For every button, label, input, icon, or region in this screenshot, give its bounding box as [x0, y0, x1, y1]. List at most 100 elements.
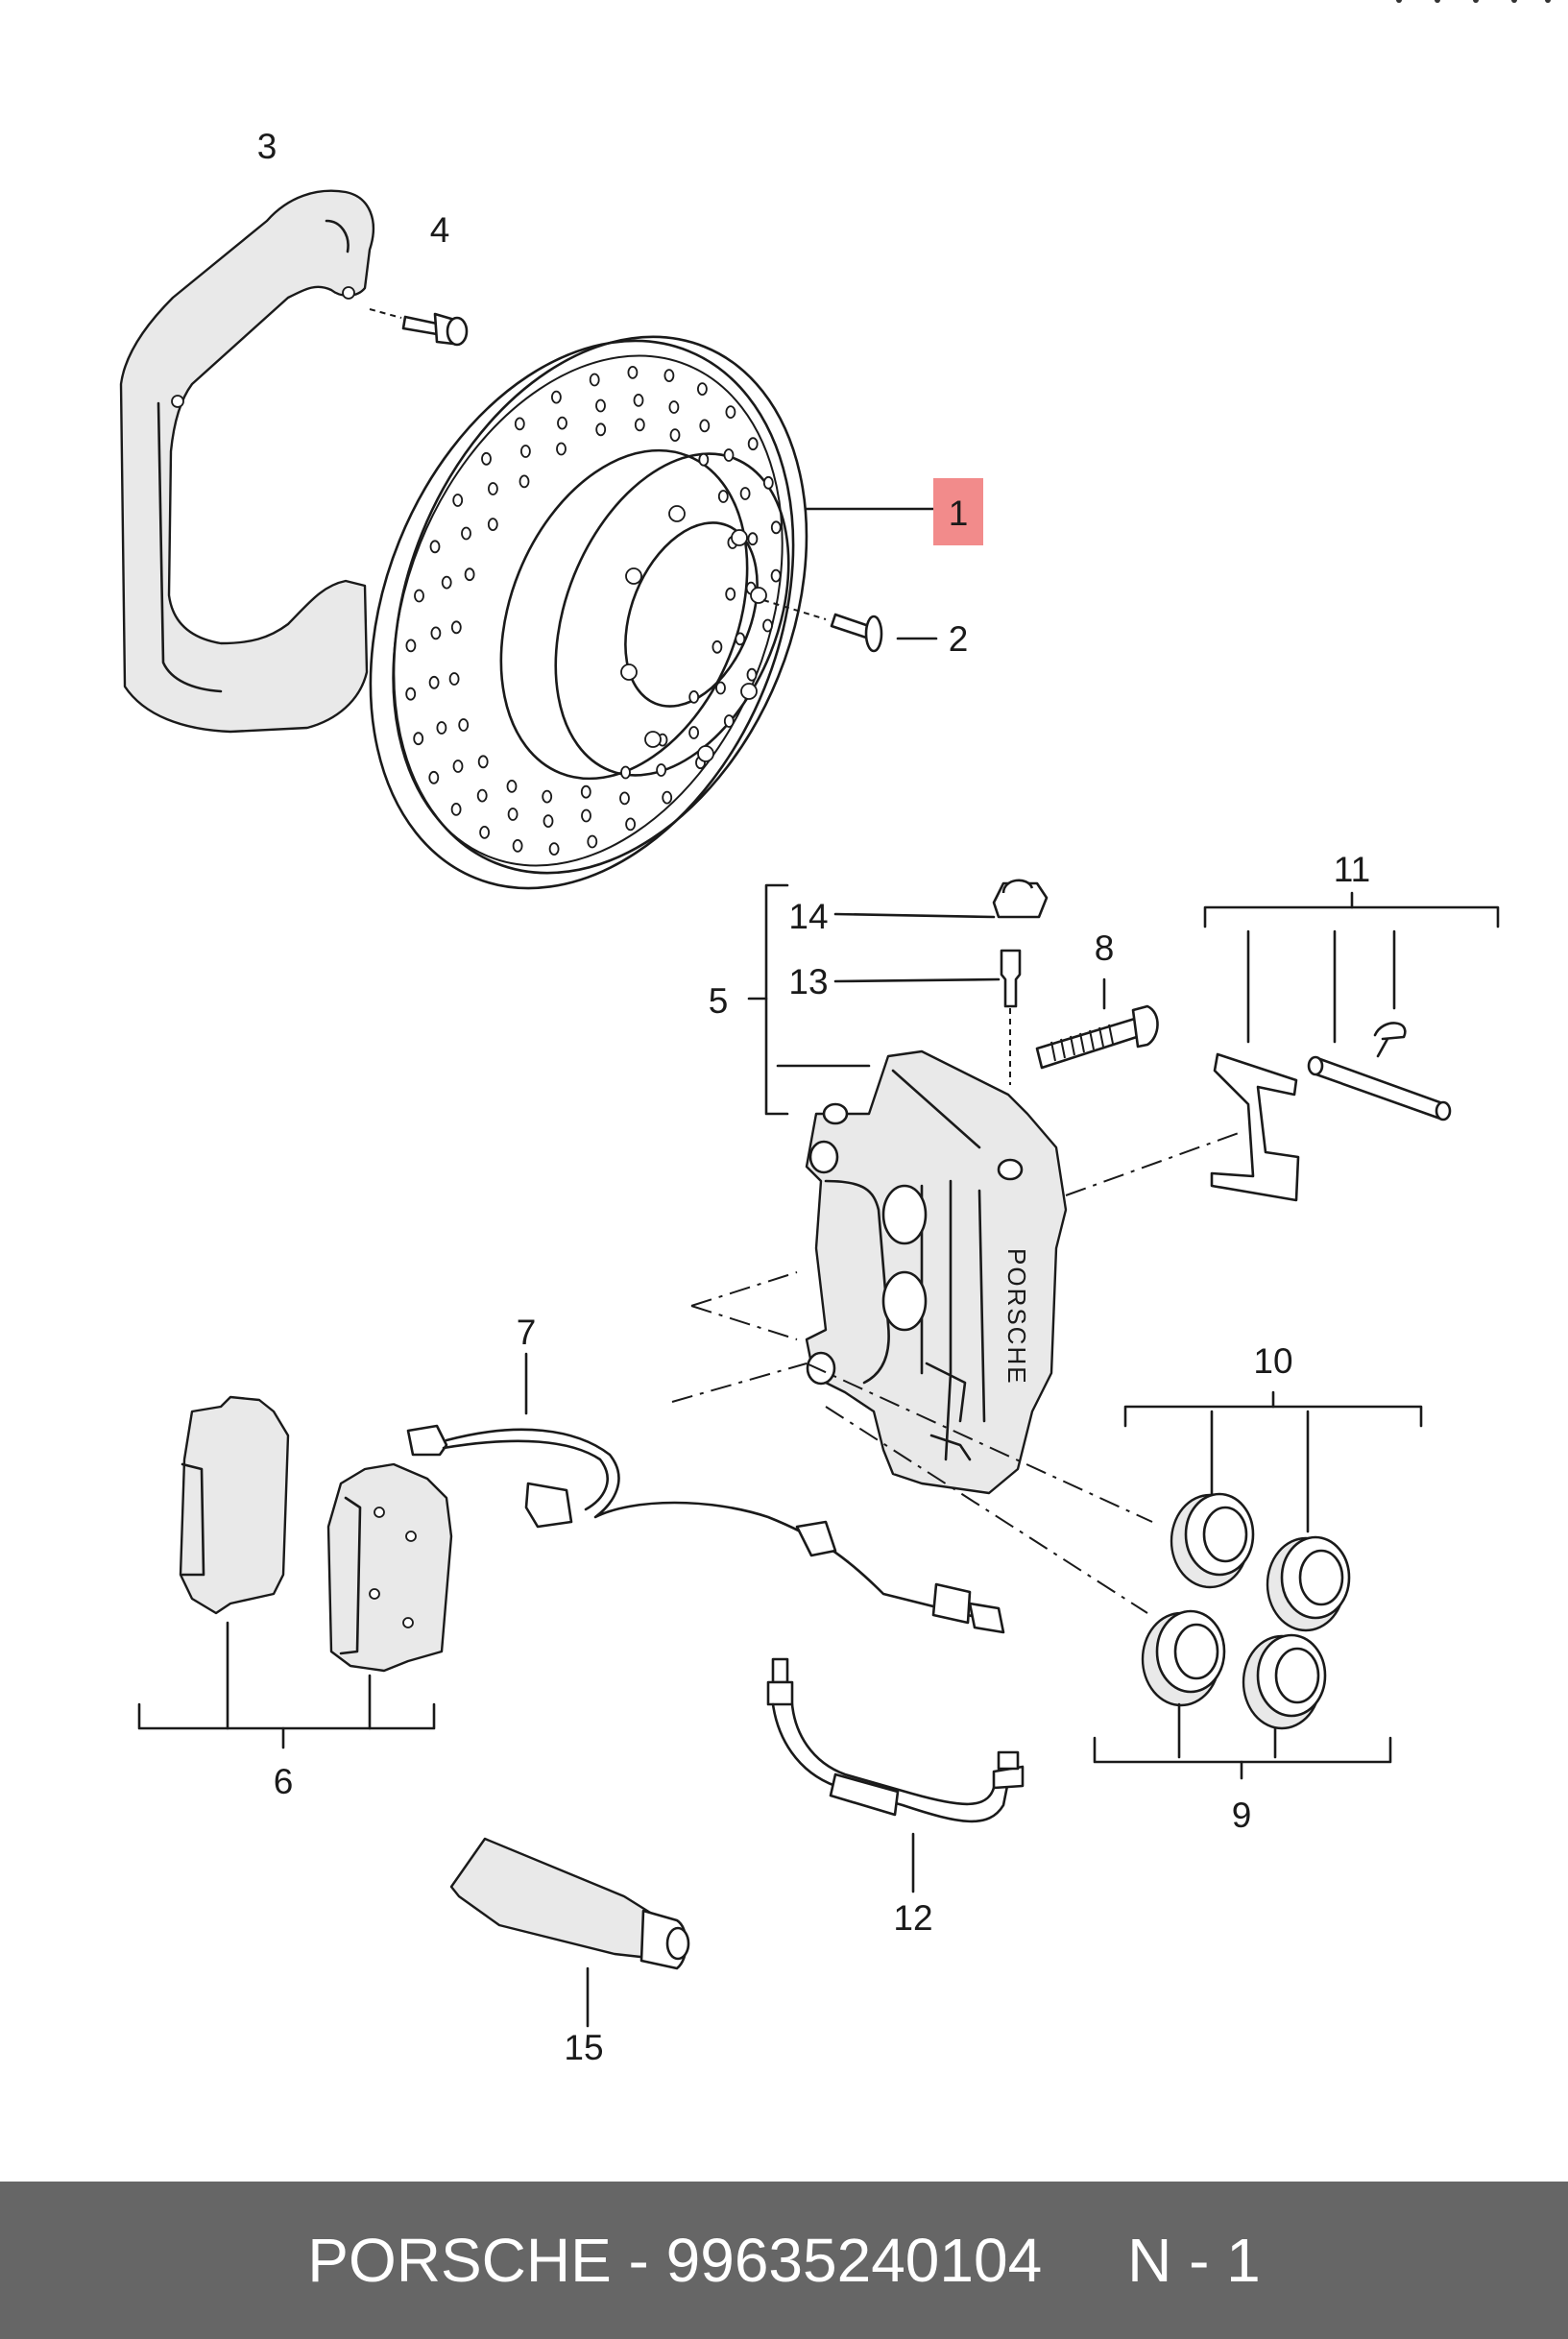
exploded-parts-diagram: PORSCHE	[119, 127, 1500, 2067]
drill-hole	[669, 428, 681, 443]
drill-hole	[580, 784, 591, 799]
drill-hole	[725, 587, 736, 601]
callout-15: 15	[564, 2028, 603, 2067]
bleed-screw	[833, 949, 1022, 1085]
drill-hole	[747, 437, 759, 451]
callout-8: 8	[1095, 928, 1115, 968]
drill-hole	[735, 632, 746, 646]
drill-hole	[627, 365, 639, 379]
callout-1: 1	[949, 494, 969, 533]
drill-hole	[717, 490, 729, 503]
drill-hole	[633, 393, 644, 407]
drill-hole	[581, 808, 591, 823]
shield-bolt	[369, 308, 469, 347]
drill-hole	[634, 418, 645, 432]
drill-hole	[448, 672, 460, 686]
drill-hole	[488, 482, 498, 495]
drill-hole	[762, 475, 774, 490]
drill-hole	[723, 714, 735, 728]
callout-12: 12	[893, 1898, 932, 1938]
callout-7: 7	[517, 1313, 537, 1352]
callout-13: 13	[788, 962, 828, 1001]
paste-tube	[449, 1837, 690, 2028]
splash-shield	[119, 189, 374, 734]
drill-hole	[428, 675, 440, 689]
callout-10: 10	[1253, 1341, 1292, 1381]
footer-separator: -	[611, 2226, 666, 2295]
callout-14: 14	[788, 897, 828, 936]
drill-hole	[551, 390, 562, 404]
drill-hole	[543, 814, 554, 828]
piston-seals	[1093, 1390, 1423, 1780]
wear-sensor	[406, 1352, 1005, 1634]
drill-hole	[625, 817, 636, 832]
callout-11: 11	[1334, 850, 1370, 889]
drill-hole	[688, 726, 699, 739]
drill-hole	[595, 398, 606, 413]
drill-hole	[589, 373, 600, 387]
brake-disc	[369, 335, 943, 890]
drill-hole	[595, 422, 607, 437]
pad-spring-and-pins	[1203, 891, 1500, 1202]
callout-6: 6	[274, 1762, 294, 1801]
drill-hole	[430, 626, 442, 640]
drill-hole	[405, 687, 417, 701]
drill-hole	[487, 518, 498, 531]
drill-hole	[747, 532, 759, 546]
drill-hole	[699, 419, 711, 433]
drill-hole	[520, 445, 531, 458]
drill-hole	[723, 448, 735, 462]
corner-dots-decoration	[1396, 0, 1551, 3]
drill-hole	[587, 834, 598, 849]
drill-hole	[725, 405, 736, 420]
disc-drill-holes	[405, 365, 782, 856]
footer-brand: PORSCHE	[307, 2226, 612, 2295]
callout-3: 3	[257, 127, 277, 166]
drill-hole	[656, 763, 666, 777]
drill-hole	[428, 770, 440, 784]
drill-hole	[452, 760, 464, 773]
drill-hole	[739, 487, 751, 500]
drill-hole	[512, 839, 523, 853]
seal-b	[1266, 1535, 1351, 1632]
drill-hole	[698, 452, 710, 467]
drill-hole	[762, 618, 773, 633]
disc-screw	[762, 599, 938, 653]
drill-hole	[476, 788, 488, 803]
caliper-stamp: PORSCHE	[1002, 1248, 1031, 1386]
drill-hole	[429, 540, 441, 554]
pad-retaining-bolt	[1035, 977, 1159, 1070]
drill-hole	[461, 526, 471, 541]
brake-caliper: PORSCHE	[805, 1049, 1068, 1495]
drill-hole	[697, 382, 708, 397]
drill-hole	[712, 639, 723, 654]
footer-part-number: 99635240104	[665, 2226, 1043, 2295]
drill-hole	[450, 803, 462, 816]
drill-hole	[458, 718, 470, 732]
callout-2: 2	[949, 619, 969, 659]
drill-hole	[619, 791, 630, 806]
part-number-footer: PORSCHE - 99635240104 N - 1	[0, 2182, 1568, 2339]
drill-hole	[506, 780, 518, 793]
callout-5: 5	[709, 981, 729, 1021]
drill-hole	[405, 639, 417, 653]
drill-hole	[450, 620, 462, 635]
callout-1-highlight	[933, 478, 983, 545]
seal-c	[1141, 1609, 1226, 1707]
drill-hole	[557, 416, 567, 430]
drill-hole	[436, 721, 447, 735]
drill-hole	[519, 474, 530, 489]
callout-4: 4	[430, 210, 450, 250]
drill-hole	[464, 567, 475, 582]
drill-hole	[413, 732, 424, 746]
callout-9: 9	[1232, 1796, 1252, 1835]
drill-hole	[548, 842, 560, 856]
drill-hole	[715, 681, 726, 695]
drill-hole	[662, 790, 673, 805]
seal-a	[1170, 1492, 1255, 1589]
brake-pads	[137, 1395, 453, 1749]
drill-hole	[770, 568, 782, 583]
drill-hole	[477, 755, 489, 769]
drill-hole	[479, 826, 491, 839]
footer-gap	[1042, 2225, 1127, 2296]
